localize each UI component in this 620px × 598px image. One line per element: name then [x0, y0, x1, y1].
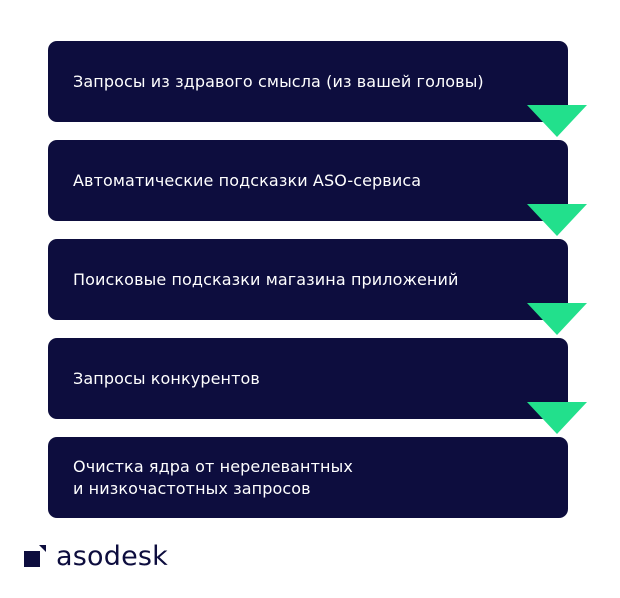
asodesk-logo-icon — [24, 545, 46, 567]
step-box-1: Запросы из здравого смысла (из вашей гол… — [48, 41, 568, 122]
step-label-1: Запросы из здравого смысла (из вашей гол… — [73, 71, 484, 91]
arrow-down-icon — [527, 204, 587, 236]
arrow-down-icon — [527, 402, 587, 434]
step-label-5: Очистка ядра от нерелевантных и низкочас… — [73, 456, 353, 498]
step-box-4: Запросы конкурентов — [48, 338, 568, 419]
brand-name: asodesk — [56, 540, 168, 572]
step-box-5: Очистка ядра от нерелевантных и низкочас… — [48, 437, 568, 518]
step-box-2: Автоматические подсказки ASO-сервиса — [48, 140, 568, 221]
arrow-down-icon — [527, 105, 587, 137]
step-label-4: Запросы конкурентов — [73, 368, 260, 388]
brand-logo: asodesk — [24, 538, 168, 574]
step-label-2: Автоматические подсказки ASO-сервиса — [73, 170, 422, 190]
step-label-3: Поисковые подсказки магазина приложений — [73, 269, 459, 289]
step-box-3: Поисковые подсказки магазина приложений — [48, 239, 568, 320]
arrow-down-icon — [527, 303, 587, 335]
